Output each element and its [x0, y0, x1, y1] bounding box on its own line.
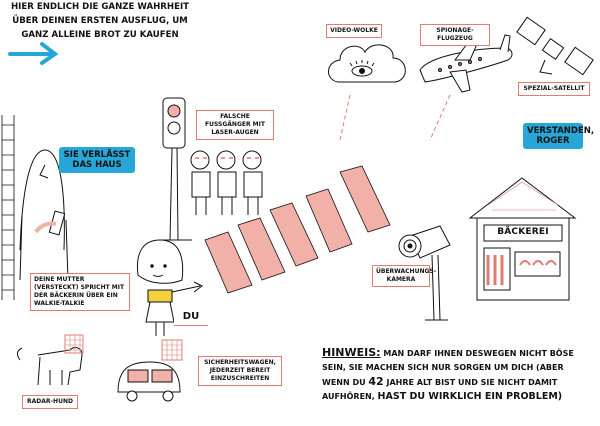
car-icon	[117, 339, 183, 402]
label-mother: Deine Mutter (versteckt) spricht mit der…	[30, 273, 130, 311]
airplane-icon	[419, 34, 513, 141]
bubble-roger: Verstanden, Roger	[523, 123, 594, 149]
hint-text-2: Jahre alt bist und sie nicht damit aufhö…	[322, 378, 558, 401]
dog-icon	[16, 334, 84, 386]
intro-line-2: über deinen ersten Ausflug, um	[12, 16, 188, 26]
bubble-she-leaves: Sie verlässt das Haus	[59, 147, 135, 173]
intro-line-3: ganz alleine Brot zu kaufen	[21, 30, 179, 40]
label-camera: Überwachungs-kamera	[372, 265, 436, 287]
hint-label: Hinweis:	[322, 346, 381, 359]
bakery-sign: BÄCKEREI	[497, 227, 549, 237]
label-safety-car: Sicherheitswagen, jederzeit bereit einzu…	[198, 356, 282, 386]
traffic-light-icon	[160, 97, 192, 241]
label-video-cloud: Video-Wolke	[326, 24, 382, 38]
mother-icon	[19, 149, 69, 281]
girl-icon	[136, 239, 203, 336]
label-fake-pedestrians: Falsche Fussgänger mit Laser-Augen	[196, 110, 274, 140]
intro-text: Hier endlich die ganze Wahrheit über dei…	[0, 0, 200, 42]
intro-line-1: Hier endlich die ganze Wahrheit	[10, 2, 190, 12]
label-you: DU	[174, 309, 208, 326]
arrow-right-icon	[8, 42, 59, 65]
hint-text-1: Man darf ihnen deswegen nicht böse sein,…	[322, 349, 574, 387]
label-satellite: Spezial-Satellit	[518, 82, 590, 96]
cloud-eye-icon	[328, 44, 406, 141]
label-spy-plane: Spionage-Flugzeug	[420, 24, 490, 46]
crosswalk	[204, 165, 391, 294]
bakery-icon	[468, 177, 577, 301]
fake-pedestrians-icon	[190, 150, 263, 215]
satellite-icon	[516, 16, 594, 76]
hint-paragraph: Hinweis: Man darf ihnen deswegen nicht b…	[322, 346, 594, 404]
label-radar-dog: Radar-Hund	[22, 395, 78, 409]
hint-age: 42	[368, 375, 384, 388]
hint-emphasis: hast du wirklich ein Problem)	[377, 391, 563, 402]
camera-icon	[398, 225, 451, 321]
brick-wall	[1, 115, 15, 300]
